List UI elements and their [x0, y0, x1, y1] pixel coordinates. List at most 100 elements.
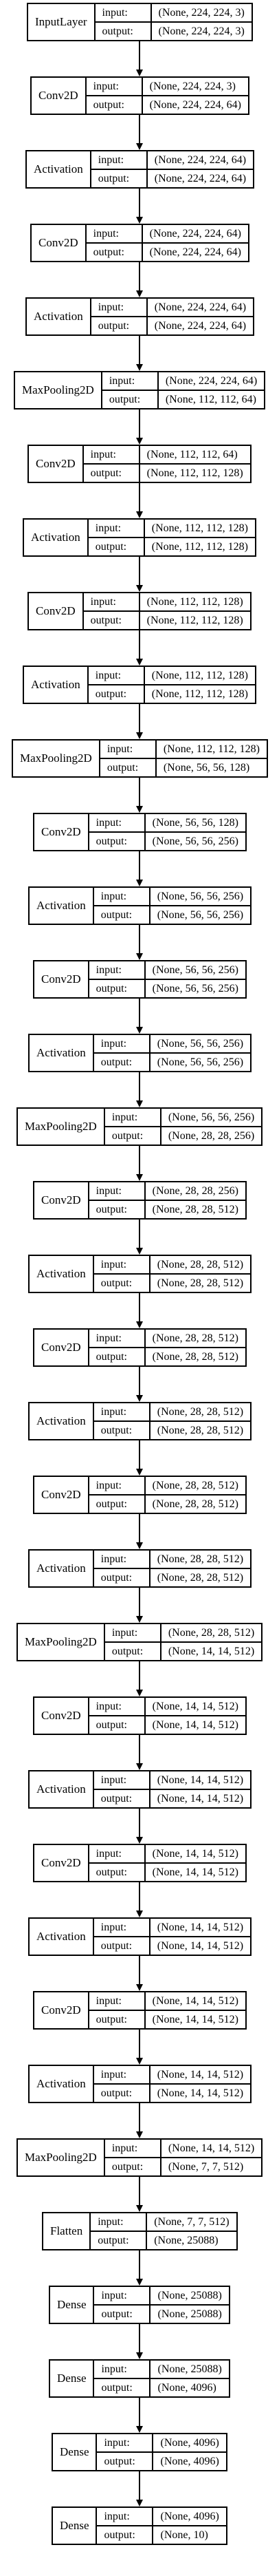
input-row: input:(None, 56, 56, 256): [94, 1035, 250, 1052]
output-shape: (None, 25088): [157, 2308, 222, 2320]
output-label: output:: [89, 685, 145, 703]
connector-line: [139, 41, 140, 70]
output-row: output:(None, 28, 28, 512): [89, 1347, 245, 1365]
connector-line: [139, 2398, 140, 2427]
output-row: output:(None, 4096): [94, 2378, 229, 2396]
input-label: input:: [89, 1182, 146, 1200]
layer-shapes: input:(None, 56, 56, 128)output:(None, 5…: [89, 814, 245, 850]
output-label: output:: [105, 1643, 161, 1660]
connector-line: [139, 1809, 140, 1838]
layer-type: Activation: [30, 2066, 94, 2102]
input-row: input: (None, 112, 112, 128): [89, 667, 255, 684]
input-row: input:(None, 28, 28, 512): [94, 1403, 250, 1420]
layer-shapes: input:(None, 14, 14, 512)output:(None, 1…: [93, 1919, 251, 1955]
input-label: input:: [100, 741, 157, 758]
input-shape: (None, 14, 14, 512): [168, 2142, 255, 2154]
arrow-down-icon: [136, 1469, 143, 1476]
input-label: input:: [89, 520, 145, 537]
arrow-down-icon: [136, 585, 143, 592]
input-label: input:: [89, 667, 145, 684]
output-row: output:(None, 56, 56, 256): [93, 1052, 251, 1071]
layer-type: Conv2D: [32, 225, 87, 261]
input-shape: (None, 224, 224, 64): [165, 374, 258, 387]
layer-type: MaxPooling2D: [18, 1109, 105, 1145]
input-label: input:: [89, 1330, 146, 1347]
connector-line: [139, 2324, 140, 2353]
connector-line: [139, 2471, 140, 2500]
input-row: input:(None, 28, 28, 512): [89, 1477, 245, 1494]
output-shape: (None, 28, 28, 256): [168, 1129, 255, 1142]
output-row: output:(None, 28, 28, 256): [104, 1126, 262, 1145]
arrow-down-icon: [136, 1027, 143, 1034]
output-row: output:(None, 56, 56, 256): [89, 979, 245, 997]
layer-shapes: input:(None, 28, 28, 512)output:(None, 2…: [93, 1256, 251, 1292]
connector-line: [139, 1735, 140, 1764]
arrow-down-icon: [136, 1395, 143, 1402]
arrow-down-icon: [136, 70, 143, 76]
connector-line: [139, 409, 140, 438]
output-row: output:(None, 28, 28, 512): [93, 1568, 251, 1586]
output-shape: (None, 4096): [160, 2455, 219, 2467]
layer-shapes: input:(None, 14, 14, 512)output:(None, 1…: [93, 2066, 251, 2102]
input-shape: (None, 28, 28, 512): [168, 1626, 255, 1639]
input-label: input:: [105, 1624, 161, 1641]
layer-type: Conv2D: [34, 961, 89, 997]
input-row: input:(None, 56, 56, 256): [105, 1109, 261, 1126]
layer-shapes: input: (None, 112, 112, 128)output: (None,…: [88, 667, 255, 703]
input-label: input:: [97, 2508, 154, 2525]
arrow-down-icon: [136, 659, 143, 666]
input-row: input: (None, 14, 14, 512): [105, 2140, 261, 2157]
layer-shapes: input:(None, 14, 14, 512)output:(None, 1…: [89, 1845, 245, 1881]
output-shape: (None, 224, 224, 64): [149, 246, 241, 258]
input-label: input:: [94, 2066, 150, 2083]
arrow-down-icon: [136, 1763, 143, 1770]
layer-type: Conv2D: [34, 1992, 89, 2028]
output-shape: (None, 14, 14, 512): [152, 2013, 238, 2025]
layer-type: Dense: [53, 2508, 98, 2544]
output-row: output:(None, 10): [97, 2525, 226, 2544]
output-label: output:: [84, 612, 140, 629]
input-shape: (None, 14, 14, 512): [157, 1774, 244, 1786]
connector-line: [139, 483, 140, 512]
input-label: input:: [89, 1698, 146, 1715]
input-label: input:: [87, 78, 143, 95]
output-label: output:: [84, 465, 140, 482]
output-label: output:: [89, 1716, 146, 1734]
layer-type: Activation: [30, 888, 94, 924]
output-shape: (None, 14, 14, 512): [168, 1645, 255, 1657]
layer-type: MaxPooling2D: [13, 741, 100, 776]
layer-type: MaxPooling2D: [18, 2140, 105, 2175]
layer-type: Dense: [53, 2434, 98, 2470]
output-label: output:: [97, 2526, 154, 2544]
input-row: input:(None, 14, 14, 512): [94, 2066, 250, 2083]
output-label: output:: [96, 23, 152, 40]
output-shape: (None, 56, 56, 256): [152, 835, 238, 847]
arrow-down-icon: [136, 1174, 143, 1181]
output-label: output:: [97, 2453, 154, 2470]
input-row: input:(None, 224, 224, 64): [87, 225, 248, 242]
input-label: input:: [105, 2140, 161, 2157]
connector-line: [139, 1956, 140, 1985]
arrow-down-icon: [136, 880, 143, 886]
output-row: output: (None, 4096): [97, 2451, 226, 2470]
output-shape: (None, 14, 14, 512): [157, 1939, 244, 1952]
input-label: input:: [94, 888, 150, 905]
connector-line: [139, 999, 140, 1028]
layer-shapes: input:(None, 28, 28, 256)output:(None, 2…: [89, 1182, 245, 1218]
input-label: input:: [94, 2361, 151, 2378]
layer-shapes: input:(None, 7, 7, 512)output:(None, 250…: [91, 2213, 236, 2249]
input-shape: (None, 112, 112, 128): [151, 669, 248, 681]
layer-shapes: input:(None, 224, 224, 64)output:(None, …: [91, 299, 254, 334]
input-label: input:: [105, 1109, 161, 1126]
output-row: output:(None, 14, 14, 512): [89, 2010, 245, 2028]
